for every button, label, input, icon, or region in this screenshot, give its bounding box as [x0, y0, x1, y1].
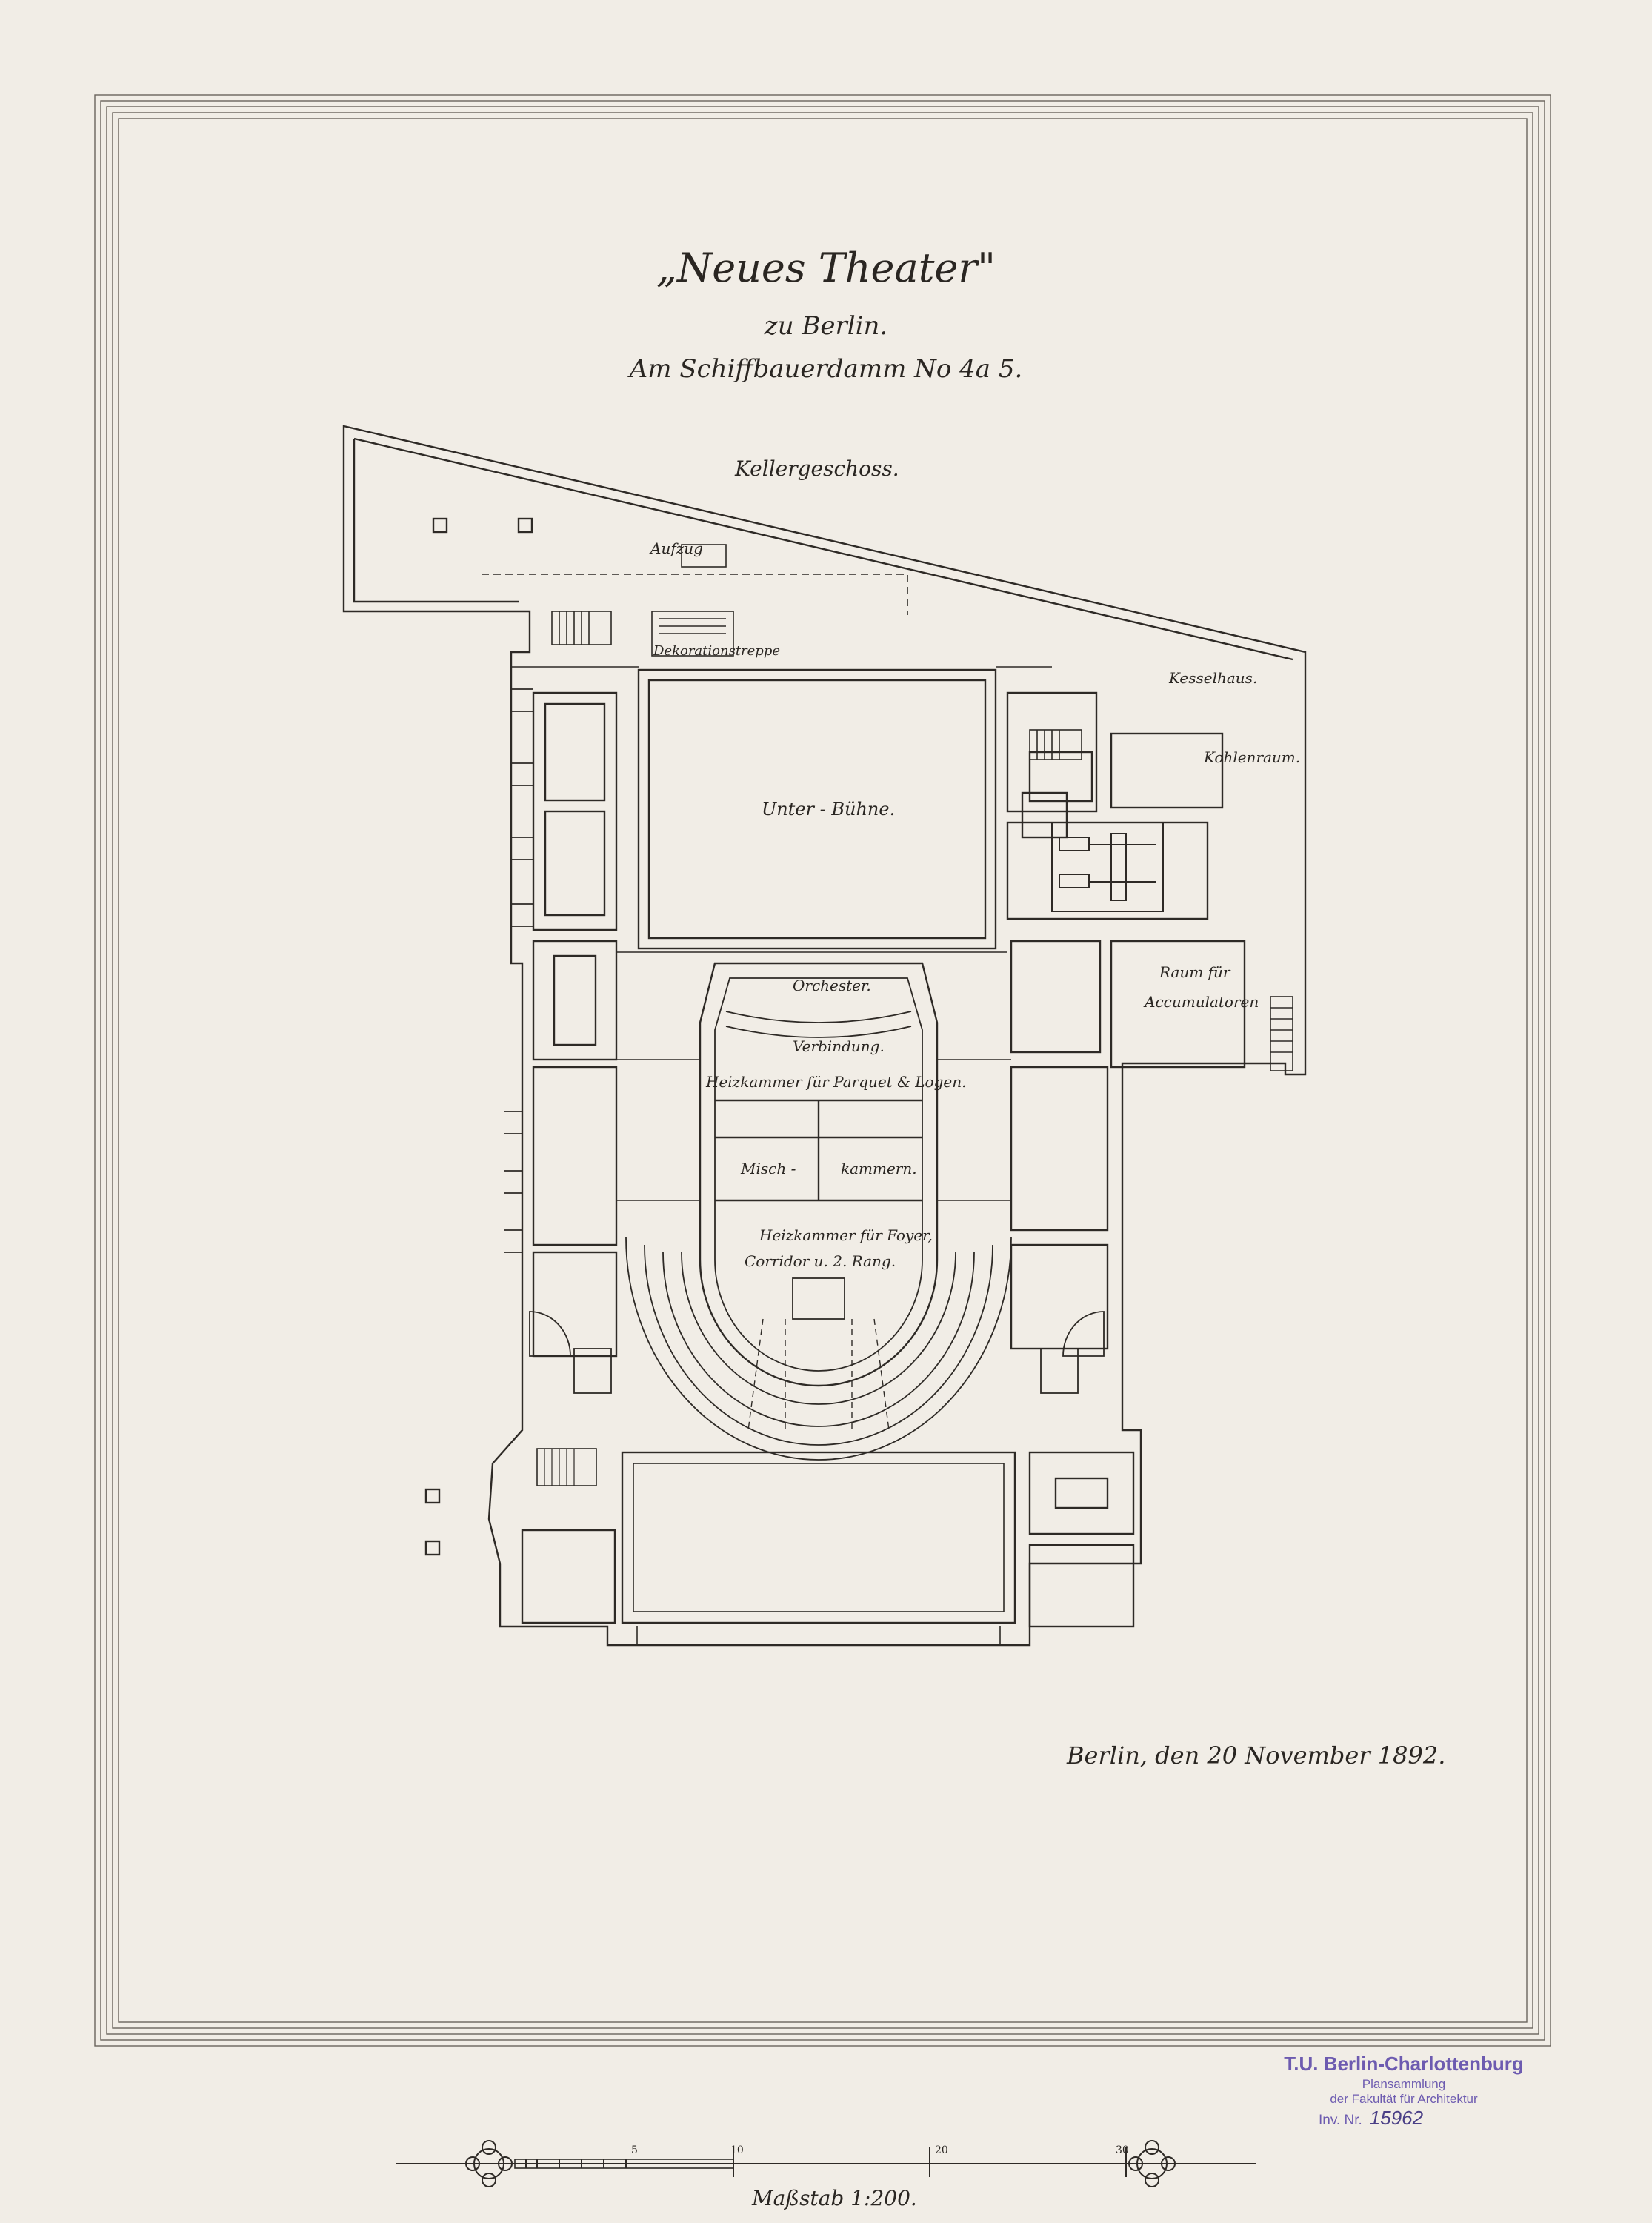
room-label-heizkammer-foyer: Heizkammer für Foyer, [759, 1226, 933, 1244]
stamp-inv-number: 15962 [1369, 2107, 1424, 2129]
room-label-aufzug: Aufzug [650, 539, 703, 557]
scale-tick-20: 20 [935, 2144, 948, 2156]
room-label-accumulatoren: Accumulatoren [1145, 993, 1259, 1011]
room-label-corridor: Corridor u. 2. Rang. [745, 1252, 896, 1270]
room-label-unterbuehne: Unter - Bühne. [762, 799, 896, 820]
stamp-line-3: der Fakultät für Architektur [1330, 2092, 1478, 2106]
sheet-border [94, 94, 1551, 2047]
room-label-dekorationstreppe: Dekorationstreppe [653, 643, 781, 659]
room-label-heizkammer-parquet: Heizkammer für Parquet & Logen. [706, 1073, 967, 1091]
drawing-title: „Neues Theater" [656, 245, 996, 291]
room-label-kesselhaus: Kesselhaus. [1169, 669, 1258, 687]
floor-label: Kellergeschoss. [735, 456, 899, 481]
drawing-address: Am Schiffbauerdamm No 4a 5. [629, 354, 1023, 384]
room-label-kohlenraum: Kohlenraum. [1204, 748, 1301, 766]
room-label-orchester: Orchester. [793, 977, 871, 994]
room-label-verbindung: Verbindung. [793, 1037, 885, 1055]
scale-tick-10: 10 [730, 2144, 744, 2156]
room-label-raum-fuer: Raum für [1159, 963, 1230, 981]
stamp-line-2: Plansammlung [1362, 2077, 1446, 2091]
scale-tick-5: 5 [631, 2144, 638, 2156]
stamp-inv-label: Inv. Nr. [1319, 2113, 1362, 2128]
room-label-kammern: kammern. [841, 1160, 917, 1177]
archive-stamp: T.U. Berlin-Charlottenburg Plansammlung … [1282, 2053, 1526, 2130]
scale-label: Maßstab 1:200. [752, 2186, 917, 2210]
drawing-date: Berlin, den 20 November 1892. [1067, 1741, 1446, 1770]
drawing-subtitle: zu Berlin. [764, 311, 888, 341]
room-label-misch: Misch - [741, 1160, 796, 1177]
basement-plan [342, 425, 1307, 1647]
stamp-line-1: T.U. Berlin-Charlottenburg [1284, 2053, 1524, 2075]
scale-bar [396, 2140, 1256, 2187]
scale-tick-30: 30 [1116, 2144, 1129, 2156]
